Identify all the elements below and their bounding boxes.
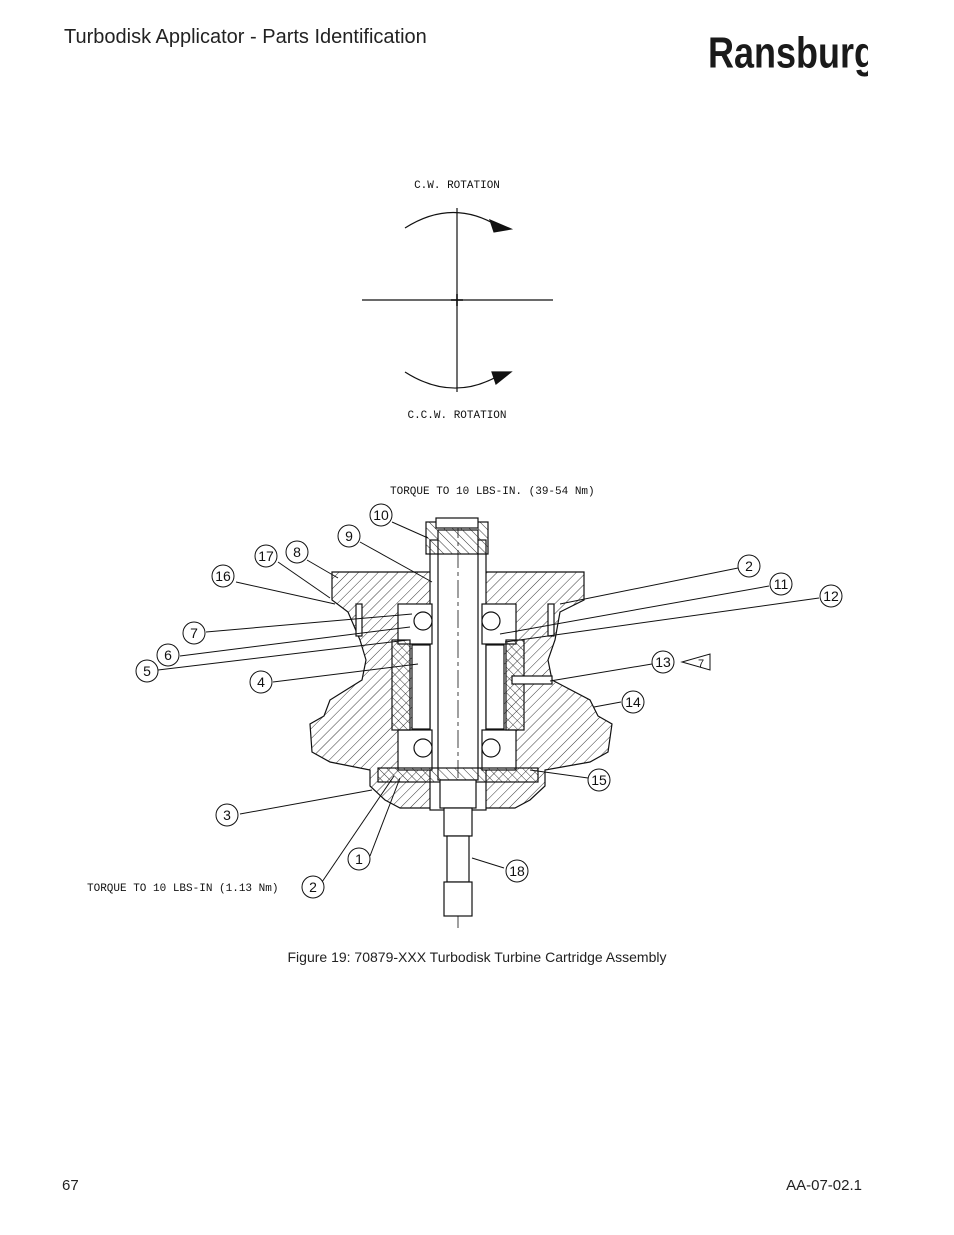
torque-note-top: TORQUE TO 10 LBS-IN. (39-54 Nm) [390,486,595,498]
page-number: 67 [62,1177,79,1194]
callout-11: 11 [774,576,789,592]
callout-6: 6 [164,647,172,663]
note-flag: 7 [680,653,711,671]
ccw-rotation-label: C.C.W. ROTATION [407,410,506,422]
callout-18: 18 [509,863,525,879]
callout-17: 17 [258,548,274,564]
page-title: Turbodisk Applicator - Parts Identificat… [64,26,427,48]
callout-9: 9 [345,528,353,544]
rotation-diagram [362,208,553,392]
figure-caption: Figure 19: 70879-XXX Turbodisk Turbine C… [287,949,667,965]
callout-14: 14 [625,694,641,710]
cartridge-section [309,517,613,930]
callout-2-top: 2 [745,558,753,574]
svg-text:7: 7 [698,658,704,670]
ransburg-logo: Ransburg [708,28,876,83]
callout-13: 13 [655,654,671,670]
callout-4: 4 [257,674,265,690]
document-code: AA-07-02.1 [786,1177,862,1194]
callout-16: 16 [215,568,231,584]
callout-3: 3 [223,807,231,823]
callout-12: 12 [823,588,839,604]
callout-labels: 10 9 17 8 16 7 6 5 4 2 11 12 13 14 15 3 … [143,507,839,895]
callout-5: 5 [143,663,151,679]
callout-7: 7 [190,625,198,641]
callout-1: 1 [355,851,363,867]
leader-lines [157,521,820,883]
callout-8: 8 [293,544,301,560]
callout-balloons [135,503,843,899]
callout-2-bottom: 2 [309,879,317,895]
torque-note-bottom: TORQUE TO 10 LBS-IN (1.13 Nm) [87,883,278,895]
callout-10: 10 [373,507,389,523]
svg-text:Ransburg: Ransburg [708,28,868,77]
cw-rotation-label: C.W. ROTATION [414,180,500,192]
callout-15: 15 [591,772,607,788]
